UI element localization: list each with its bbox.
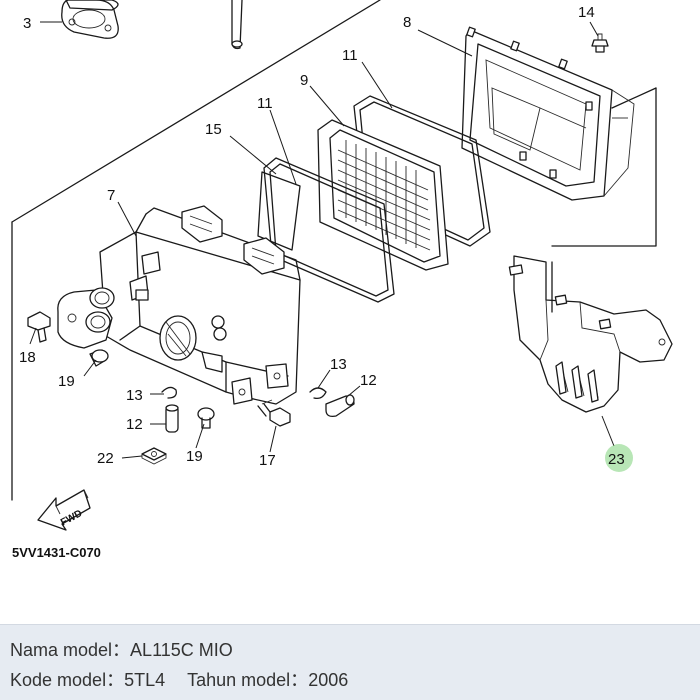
callout-23-highlight: [605, 444, 633, 472]
part-8-case-cover: [461, 26, 635, 201]
part-11-seal-upper: [353, 95, 491, 247]
callout-19-center[interactable]: 19: [186, 448, 203, 465]
callout-14[interactable]: 14: [578, 4, 595, 21]
callout-12-right[interactable]: 12: [360, 372, 377, 389]
callout-11-upper[interactable]: 11: [342, 47, 358, 64]
part-12-plug-left: [165, 404, 179, 433]
callout-13-right[interactable]: 13: [330, 356, 347, 373]
parts-diagram: 3 8 14 11 9 11 15 7 18 19 13 12 22 19 17…: [11, 0, 673, 560]
model-code-label: Kode model：: [10, 670, 125, 690]
breather-hose: [231, 0, 243, 50]
model-name-label: Nama model：: [10, 640, 131, 660]
model-code-row: Kode model：5TL4 Tahun model：2006: [10, 665, 700, 695]
model-name-row: Nama model：AL115C MIO: [10, 635, 700, 665]
part-23-bracket: [508, 255, 673, 413]
callout-18[interactable]: 18: [19, 349, 36, 366]
part-19-bolt-center: [197, 407, 215, 429]
callout-22[interactable]: 22: [97, 450, 114, 467]
part-code: 5VV1431-C070: [12, 545, 101, 560]
part-3-gasket: [61, 0, 119, 39]
callout-15[interactable]: 15: [205, 121, 222, 138]
callout-19-left[interactable]: 19: [58, 373, 75, 390]
leader-lines: [29, 21, 615, 459]
fwd-arrow-icon: FWD: [37, 489, 91, 531]
model-year-label: Tahun model：: [187, 670, 309, 690]
callout-17[interactable]: 17: [259, 452, 276, 469]
callout-8[interactable]: 8: [403, 14, 411, 31]
callout-13-left[interactable]: 13: [126, 387, 143, 404]
part-22-nut: [141, 447, 167, 465]
part-13-clip-left: [161, 386, 177, 399]
model-info-panel: Nama model：AL115C MIO Kode model：5TL4 Tah…: [0, 624, 700, 700]
callout-9[interactable]: 9: [300, 72, 308, 89]
part-15-frame: [257, 171, 301, 251]
part-13-clip-right: [309, 387, 327, 400]
part-7-cleaner-case: [57, 205, 301, 405]
model-year-value: 2006: [308, 670, 349, 690]
part-17-bolt: [257, 399, 291, 427]
part-14-screw: [591, 33, 609, 53]
callout-12-left[interactable]: 12: [126, 416, 143, 433]
part-9-filter-element: [317, 119, 449, 271]
callout-7[interactable]: 7: [107, 187, 115, 204]
callout-23[interactable]: 23: [608, 451, 625, 468]
assembly-outline: [11, 0, 657, 501]
model-code-value: 5TL4: [124, 670, 166, 690]
callout-labels: 3 8 14 11 9 11 15 7 18 19 13 12 22 19 17…: [19, 4, 625, 469]
model-name-value: AL115C MIO: [130, 640, 233, 660]
exploded-view-drawing: 3 8 14 11 9 11 15 7 18 19 13 12 22 19 17…: [11, 0, 673, 560]
callout-3[interactable]: 3: [23, 15, 31, 32]
callout-11-lower[interactable]: 11: [257, 95, 273, 112]
part-12-plug-right: [325, 394, 355, 418]
part-11-seal-lower: [263, 157, 395, 303]
part-18-bolt: [27, 311, 51, 343]
